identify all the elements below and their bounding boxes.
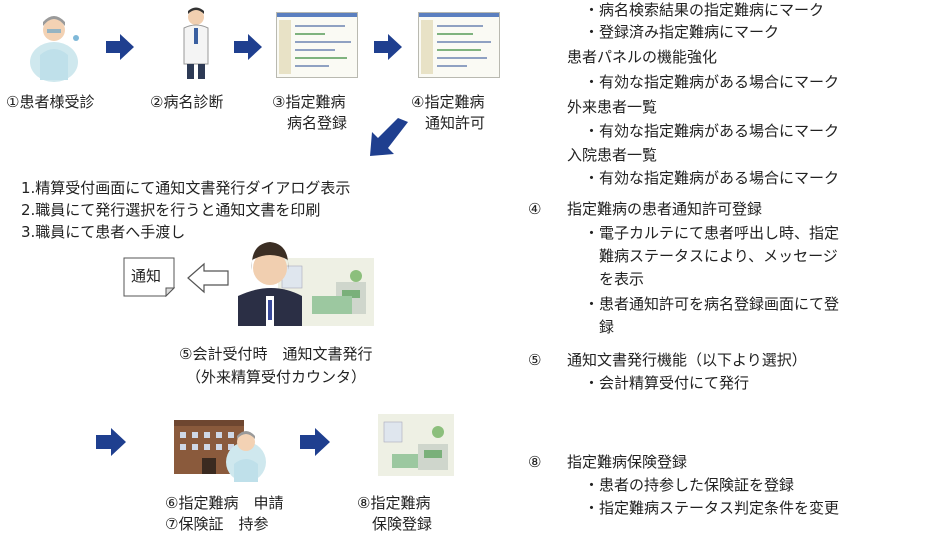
hospital-building-illustration (174, 420, 266, 482)
note-search-mark: ・病名検索結果の指定難病にマーク (584, 1, 825, 19)
section8-bullet1: ・患者の持参した保険証を登録 (584, 476, 795, 494)
section8-bullet2: ・指定難病ステータス判定条件を変更 (584, 499, 840, 517)
step5-label-line1: ⑤会計受付時 通知文書発行 (179, 345, 373, 363)
step8-label-line1: ⑧指定難病 (357, 494, 431, 512)
flow-arrow-right-icon (106, 34, 134, 60)
flow-arrow-right-icon (96, 428, 126, 456)
step2-label: ②病名診断 (150, 93, 224, 111)
step6-label: ⑥指定難病 申請 (165, 494, 284, 512)
step4-label-line1: ④指定難病 (411, 93, 485, 111)
step1-label: ①患者様受診 (6, 93, 95, 111)
step8-label-line2: 保険登録 (372, 515, 433, 533)
step3-label-line2: 病名登録 (287, 114, 348, 132)
flow-arrow-right-icon (300, 428, 330, 456)
section4-title: 指定難病の患者通知許可登録 (567, 200, 763, 218)
section4-bullet2-line1: ・患者通知許可を病名登録画面にて登 (584, 295, 840, 313)
note-patient-panel: 患者パネルの機能強化 (567, 48, 718, 66)
section4-bullet1-line2: 難病ステータスにより、メッセージ (599, 247, 838, 265)
section5-bullet1: ・会計精算受付にて発行 (584, 374, 750, 392)
section4-bullet1-line1: ・電子カルテにて患者呼出し時、指定 (584, 224, 840, 242)
note-patient-panel-mark: ・有効な指定難病がある場合にマーク (584, 73, 840, 91)
instruction-3: 3.職員にて患者へ手渡し (21, 223, 186, 241)
outline-arrow-left-icon (187, 262, 229, 294)
patient-illustration (30, 16, 79, 82)
disease-registration-screen (276, 12, 358, 78)
section4-bullet2-line2: 録 (599, 318, 615, 336)
notice-label: 通知 (131, 267, 162, 285)
flow-arrow-right-icon (234, 34, 262, 60)
instruction-1: 1.精算受付画面にて通知文書発行ダイアログ表示 (21, 179, 351, 197)
insurance-registration-illustration (378, 414, 454, 476)
step4-label-line2: 通知許可 (425, 114, 486, 132)
section4-bullet1-line3: を表示 (599, 270, 645, 288)
notice-document-icon (123, 257, 175, 297)
note-registered-mark: ・登録済み指定難病にマーク (584, 23, 780, 41)
note-outpatient-mark: ・有効な指定難病がある場合にマーク (584, 122, 840, 140)
notification-permission-screen (418, 12, 500, 78)
section5-number: ⑤ (528, 351, 542, 369)
step3-label-line1: ③指定難病 (272, 93, 346, 111)
instruction-2: 2.職員にて発行選択を行うと通知文書を印刷 (21, 201, 321, 219)
section8-number: ⑧ (528, 453, 542, 471)
section5-title: 通知文書発行機能（以下より選択） (567, 351, 807, 369)
step7-label: ⑦保険証 持参 (165, 515, 269, 533)
section4-number: ④ (528, 200, 542, 218)
note-outpatient-list: 外来患者一覧 (567, 98, 658, 116)
flow-arrow-right-icon (374, 34, 402, 60)
step5-label-line2: （外来精算受付カウンタ） (186, 368, 367, 386)
accounting-counter-illustration (238, 242, 374, 326)
note-inpatient-mark: ・有効な指定難病がある場合にマーク (584, 169, 840, 187)
note-inpatient-list: 入院患者一覧 (567, 146, 658, 164)
flow-arrow-down-left-icon (370, 118, 408, 156)
section8-title: 指定難病保険登録 (567, 453, 688, 471)
doctor-illustration (183, 7, 209, 79)
